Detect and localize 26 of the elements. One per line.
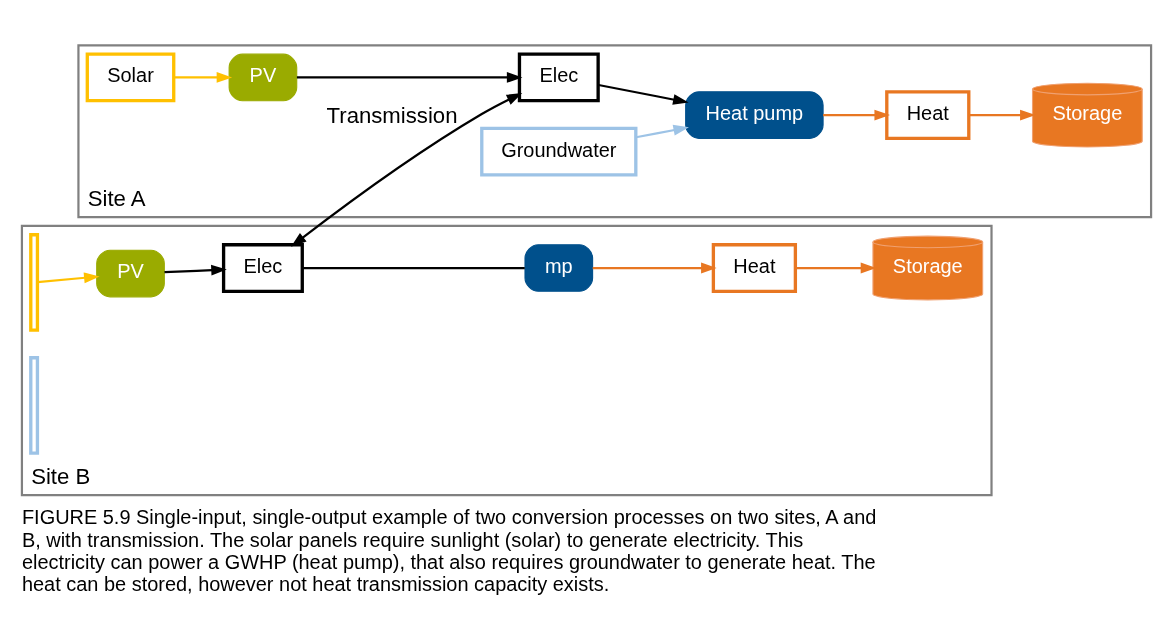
node-box: Solar — [85, 52, 176, 102]
node-box: Heat — [885, 89, 971, 140]
arrow — [592, 262, 717, 273]
arrow — [795, 262, 877, 273]
arrow — [969, 109, 1036, 121]
node-box: Heat pump — [685, 90, 824, 139]
node-bar — [29, 355, 40, 455]
arrow — [296, 71, 523, 83]
node-box: Heat — [711, 242, 798, 293]
arrow — [164, 264, 227, 276]
node-box: Groundwater — [480, 126, 638, 177]
node-box: PV — [96, 249, 165, 297]
arrow — [37, 271, 100, 283]
arrow — [598, 83, 689, 105]
edge-label: Transmission — [326, 102, 458, 128]
node-box: mp — [524, 243, 594, 292]
node-box: Elec — [221, 242, 304, 293]
arrow — [823, 109, 890, 121]
arrow — [635, 124, 689, 138]
node-box: PV — [228, 53, 298, 101]
arrow — [290, 92, 523, 247]
connector — [302, 266, 525, 269]
arrow — [173, 71, 233, 83]
caption: FIGURE 5.9 Single-input, single-output example of two conversion processes on two sites, A and B, with transmission. The solar panels require sunlight (solar) to generate electricity. This electricity can power a GWHP (heat pump), that also requires groundwater to generate heat. The heat can be stored, however not heat transmission capacity exists. — [21, 505, 877, 595]
node-box: Elec — [517, 52, 600, 102]
node-bar — [29, 232, 40, 332]
